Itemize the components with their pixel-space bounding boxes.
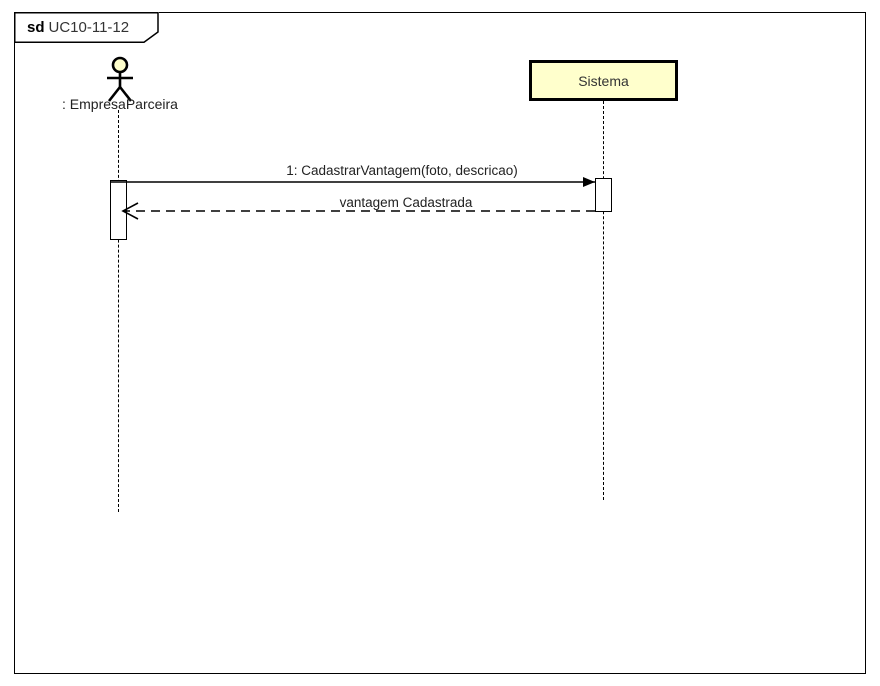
actor-stick-figure-icon (100, 56, 140, 102)
message-label-1: 1: CadastrarVantagem(foto, descricao) (286, 163, 518, 178)
activation-bar-actor (110, 180, 127, 240)
lifeline-sistema (603, 101, 604, 500)
participant-box-sistema[interactable]: Sistema (529, 60, 678, 101)
frame-name: UC10-11-12 (48, 19, 130, 36)
actor-label: : EmpresaParceira (62, 96, 178, 112)
diagram-frame (14, 12, 866, 674)
message-label-2: vantagem Cadastrada (339, 195, 473, 210)
activation-bar-sistema (595, 178, 612, 212)
participant-label-sistema: Sistema (578, 72, 629, 89)
frame-tab-shape (14, 12, 159, 43)
frame-keyword: sd (27, 19, 45, 36)
lifeline-actor (118, 110, 119, 512)
